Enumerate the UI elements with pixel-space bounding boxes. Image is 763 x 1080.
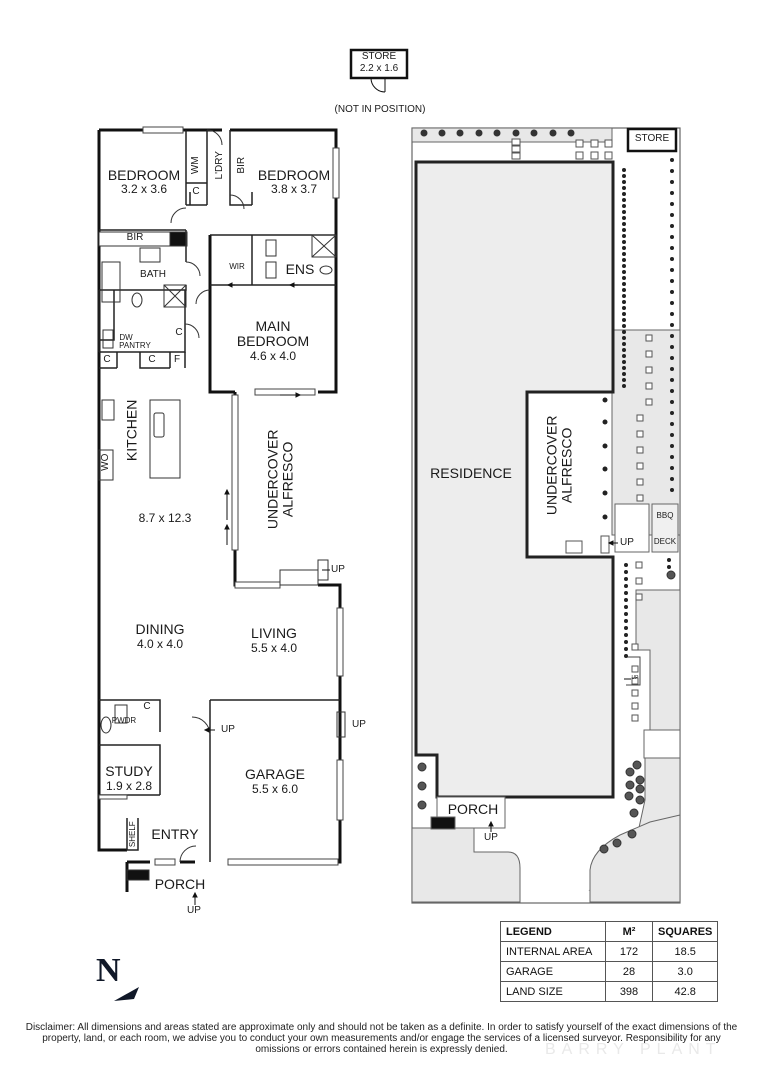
legend-row: INTERNAL AREA 172 18.5 xyxy=(500,941,719,962)
cupboard-mid-label: C xyxy=(148,354,156,365)
dw-label: DW xyxy=(119,333,133,342)
legend-row-m2: 172 xyxy=(605,941,653,962)
legend-row-label: GARAGE xyxy=(500,961,606,982)
main-bedroom-dims: 4.6 x 4.0 xyxy=(249,349,297,363)
legend-header-row: LEGEND M² SQUARES xyxy=(500,921,719,942)
bir-left-label: BIR xyxy=(126,232,144,243)
legend-row-squares: 42.8 xyxy=(651,981,719,1002)
legend-row-m2: 28 xyxy=(605,961,653,982)
study-dims: 1.9 x 2.8 xyxy=(105,779,153,793)
porch-up-label: UP xyxy=(187,905,201,916)
cupboard-laundry-label: C xyxy=(192,186,200,197)
site-side-up-label: UP xyxy=(631,675,639,681)
bedroom-left-dims: 3.2 x 3.6 xyxy=(120,182,168,196)
main-bedroom-label-1: MAIN xyxy=(255,318,291,334)
store-outline xyxy=(349,48,409,93)
store-title: STORE xyxy=(361,51,397,62)
study-label: STUDY xyxy=(105,763,153,779)
dining-dims: 4.0 x 4.0 xyxy=(136,637,184,651)
north-arrow-icon xyxy=(114,987,139,1001)
site-alfresco-label-2: ALFRESCO xyxy=(558,427,575,504)
bbq-label: BBQ xyxy=(656,511,674,520)
legend-header-squares: SQUARES xyxy=(651,921,719,942)
site-alfresco-label-1: UNDERCOVER xyxy=(543,415,560,516)
legend-row-m2: 398 xyxy=(605,981,653,1002)
porch-label: PORCH xyxy=(154,876,206,892)
legend-header-legend: LEGEND xyxy=(500,921,606,942)
legend-row: LAND SIZE 398 42.8 xyxy=(500,981,719,1002)
disclaimer-text: Disclaimer: All dimensions and areas sta… xyxy=(25,1022,738,1055)
watermark: BARRY PLANT xyxy=(545,1041,722,1058)
kitchen-living-dims: 8.7 x 12.3 xyxy=(138,511,192,525)
wir-label: WIR xyxy=(229,262,245,271)
garage-up-label: UP xyxy=(221,724,235,735)
dining-label: DINING xyxy=(135,621,185,637)
site-store-label: STORE xyxy=(634,133,670,144)
ens-label: ENS xyxy=(285,261,315,277)
garage-label: GARAGE xyxy=(245,766,305,782)
legend-row-label: LAND SIZE xyxy=(500,981,606,1002)
site-porch-label: PORCH xyxy=(447,801,499,817)
legend-row: GARAGE 28 3.0 xyxy=(500,961,719,982)
site-porch-up-label: UP xyxy=(484,832,498,843)
cupboard-pwdr-label: C xyxy=(143,701,151,712)
north-label: N xyxy=(96,952,121,989)
pantry-label: PANTRY xyxy=(119,341,151,350)
garage-side-up-label: UP xyxy=(352,719,366,730)
main-bedroom-label-2: BEDROOM xyxy=(236,333,310,349)
entry-label: ENTRY xyxy=(151,826,199,842)
store-note-text: (NOT IN POSITION) xyxy=(334,104,426,115)
site-alfresco-up-label: UP xyxy=(620,537,634,548)
cupboard-pantry-label: C xyxy=(175,327,183,338)
legend-row-label: INTERNAL AREA xyxy=(500,941,606,962)
fridge-label: F xyxy=(173,354,181,365)
hedge-dots xyxy=(602,158,674,658)
bath-label: BATH xyxy=(140,269,166,280)
powder-room-label: PWDR xyxy=(111,716,137,725)
legend-table: LEGEND M² SQUARES INTERNAL AREA 172 18.5… xyxy=(500,921,719,1002)
deck-label: DECK xyxy=(653,537,677,546)
legend-row-squares: 18.5 xyxy=(651,941,719,962)
bedroom-right-dims: 3.8 x 3.7 xyxy=(270,182,318,196)
bedroom-right-label: BEDROOM xyxy=(257,167,331,183)
garage-dims: 5.5 x 6.0 xyxy=(251,782,299,796)
legend-row-squares: 3.0 xyxy=(651,961,719,982)
living-dims: 5.5 x 4.0 xyxy=(250,641,298,655)
cupboard-left-label: C xyxy=(103,354,111,365)
living-label: LIVING xyxy=(251,625,297,641)
bedroom-left-label: BEDROOM xyxy=(107,167,181,183)
alfresco-up-label: UP xyxy=(331,564,345,575)
residence-label: RESIDENCE xyxy=(430,465,512,481)
store-dims: 2.2 x 1.6 xyxy=(359,63,399,74)
legend-header-m2: M² xyxy=(605,921,653,942)
